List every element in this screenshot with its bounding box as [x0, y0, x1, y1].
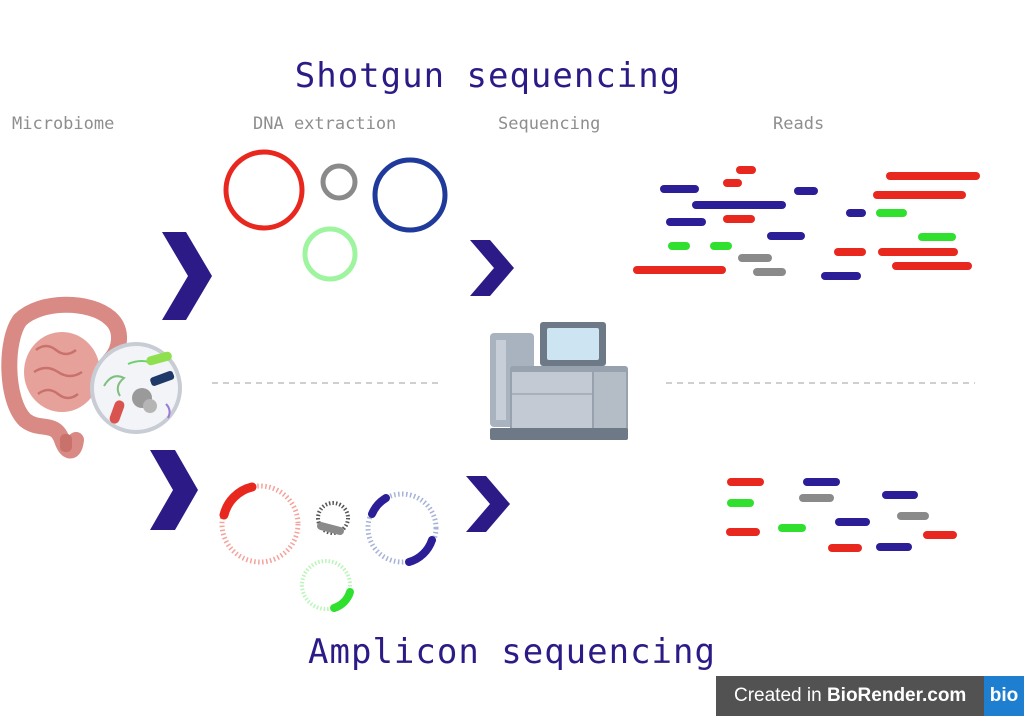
plasmid-gray [320, 163, 358, 201]
bacteria-magnifier-icon [90, 342, 182, 434]
microbiome-label: Microbiome [12, 114, 115, 134]
reads-label: Reads [773, 114, 825, 134]
amplicon-ring-gray [316, 501, 350, 535]
amplicon-marker-navy-1 [368, 494, 390, 518]
plasmid-green [302, 226, 358, 282]
plasmid-blue [372, 157, 448, 233]
amplicon-marker-navy-2 [405, 536, 436, 566]
amplicon-reads [726, 478, 957, 552]
sequencing-label: Sequencing [498, 114, 601, 134]
amplicon-ring-blue [365, 491, 439, 565]
amplicon-ring-red [219, 483, 301, 565]
chevron-right-icon [470, 240, 514, 296]
amplicon-marker-green [330, 588, 354, 612]
amplicon-marker-red [219, 482, 257, 520]
amplicon-ring-green [300, 559, 352, 611]
shotgun-reads [633, 166, 980, 280]
watermark-text: Created in BioRender.com [734, 685, 967, 706]
plasmid-red [223, 149, 305, 231]
amplicon-dna-plasmids [219, 482, 439, 612]
shotgun-dna-plasmids [223, 149, 448, 282]
shotgun-title: Shotgun sequencing [294, 56, 682, 96]
chevron-right-icon [150, 450, 198, 530]
dna-sequencer-icon [490, 322, 628, 440]
amplicon-title: Amplicon sequencing [308, 632, 716, 672]
biorender-watermark[interactable]: Created in BioRender.com bio [716, 676, 1024, 716]
chevron-right-icon [162, 232, 212, 320]
dna-extraction-label: DNA extraction [253, 114, 397, 134]
chevron-right-icon [466, 476, 510, 532]
biorender-logo-icon: bio [984, 676, 1024, 716]
amplicon-marker-gray [317, 522, 344, 535]
